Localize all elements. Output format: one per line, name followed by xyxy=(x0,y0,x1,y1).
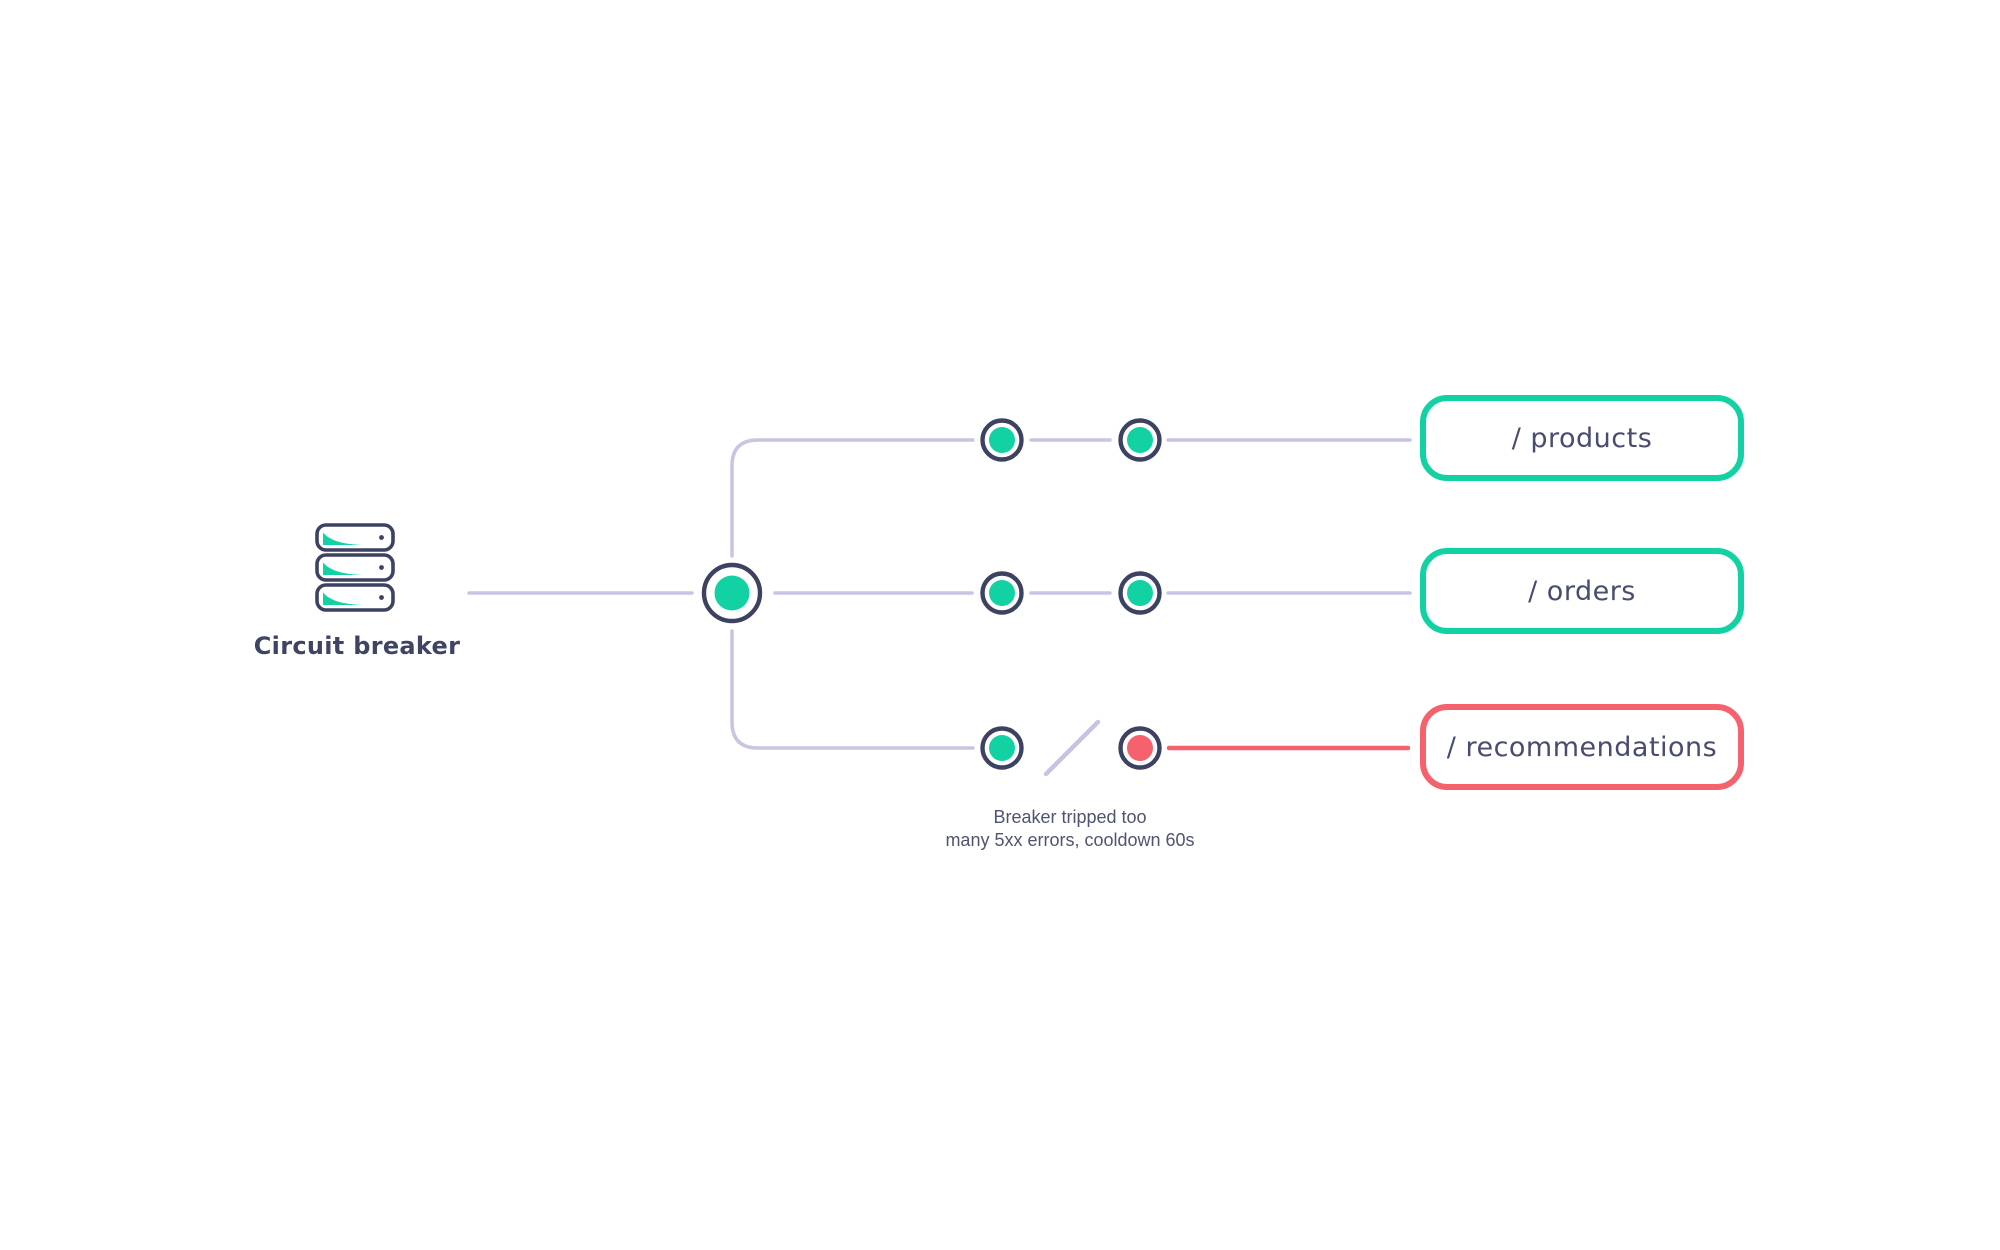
server-unit-3 xyxy=(315,583,395,612)
orders-node-1 xyxy=(980,571,1024,615)
server-unit-1 xyxy=(315,523,395,552)
endpoint-label-products: / products xyxy=(1511,422,1653,454)
server-unit-2 xyxy=(315,553,395,582)
recommendations-node-1 xyxy=(980,726,1024,770)
node-dot-healthy xyxy=(989,427,1015,453)
connector-hub-to-products-branch xyxy=(730,438,975,558)
orders-node-2 xyxy=(1118,571,1162,615)
endpoint-box-products: / products xyxy=(1420,395,1744,481)
annotation-line-2: many 5xx errors, cooldown 60s xyxy=(945,830,1195,850)
endpoint-label-orders: / orders xyxy=(1528,575,1636,607)
breaker-hub-node xyxy=(701,562,763,624)
server-led-dot xyxy=(379,565,384,570)
products-node-2 xyxy=(1118,418,1162,462)
server-led-dot xyxy=(379,595,384,600)
node-dot-healthy xyxy=(1127,427,1153,453)
server-stack-icon xyxy=(315,523,395,612)
hub-node-dot xyxy=(714,575,750,611)
server-activity-wedge xyxy=(323,562,363,575)
open-switch-slash-icon xyxy=(1043,719,1101,777)
recommendations-node-2 xyxy=(1118,726,1162,770)
server-activity-wedge xyxy=(323,532,363,545)
connector-hub-to-recommendations-branch xyxy=(730,629,975,750)
annotation-line-1: Breaker tripped too xyxy=(993,807,1147,827)
products-node-1 xyxy=(980,418,1024,462)
node-dot-tripped xyxy=(1127,735,1153,761)
node-dot-healthy xyxy=(989,735,1015,761)
circuit-breaker-label: Circuit breaker xyxy=(253,632,461,660)
node-dot-healthy xyxy=(989,580,1015,606)
endpoint-label-recommendations: / recommendations xyxy=(1446,731,1718,763)
breaker-tripped-annotation: Breaker tripped too many 5xx errors, coo… xyxy=(890,806,1250,852)
server-activity-wedge xyxy=(323,592,363,605)
endpoint-box-orders: / orders xyxy=(1420,548,1744,634)
endpoint-box-recommendations: / recommendations xyxy=(1420,704,1744,790)
server-led-dot xyxy=(379,535,384,540)
node-dot-healthy xyxy=(1127,580,1153,606)
